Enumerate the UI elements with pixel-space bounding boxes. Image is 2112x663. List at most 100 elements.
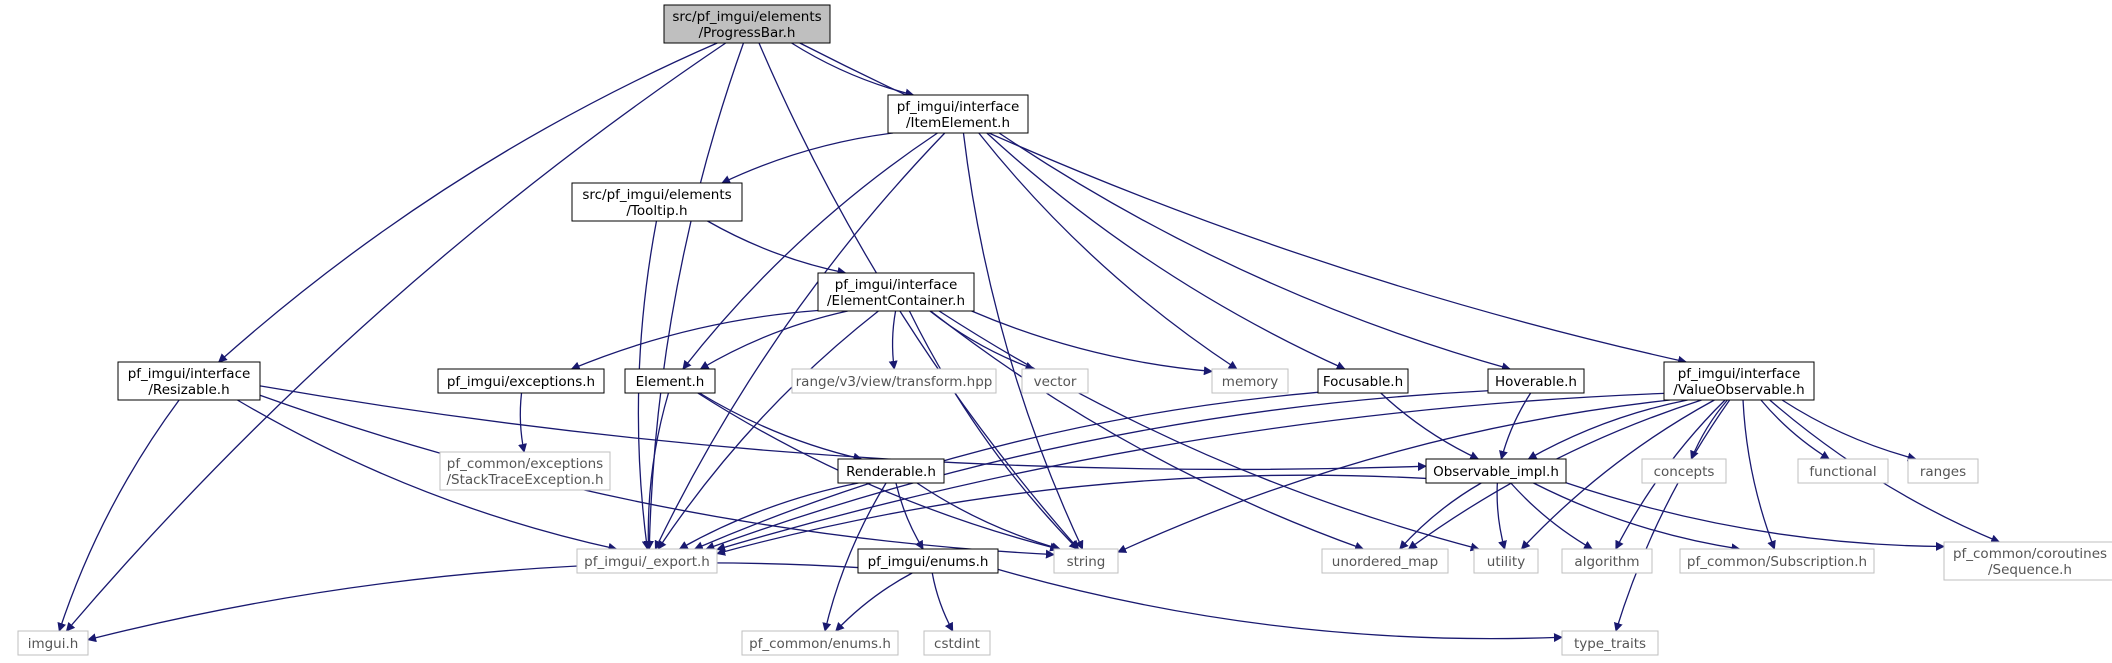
node-itemelement-label-0: pf_imgui/interface (897, 99, 1020, 115)
node-type_traits: type_traits (1561, 630, 1659, 656)
node-progressbar-label-1: /ProgressBar.h (699, 25, 796, 41)
edge-elementcontainer-to-utility (938, 310, 1480, 552)
node-progressbar-box (663, 4, 831, 44)
edge-renderable-to-export (678, 482, 859, 550)
node-valueobservable-label-0: pf_imgui/interface (1678, 366, 1801, 382)
node-element[interactable]: Element.h (624, 368, 716, 394)
edge-renderable-to-enums (895, 482, 924, 550)
node-algorithm: algorithm (1561, 548, 1653, 574)
node-valueobservable-label-1: /ValueObservable.h (1673, 382, 1804, 398)
node-type_traits-label-0: type_traits (1574, 636, 1646, 652)
edge-elementcontainer-to-string (908, 310, 1079, 550)
node-focusable-label-0: Focusable.h (1323, 374, 1403, 390)
node-stacktrace-label-0: pf_common/exceptions (447, 456, 603, 472)
edge-renderable-to-string (916, 482, 1061, 552)
edge-elementcontainer-to-vector (929, 310, 1035, 371)
node-ranges-box (1907, 458, 1979, 484)
node-sequence-label-0: pf_common/coroutines (1953, 546, 2107, 562)
node-tooltip-label-1: /Tooltip.h (626, 203, 687, 219)
edge-observable_impl-to-sequence (1565, 482, 1945, 551)
node-functional-box (1797, 458, 1889, 484)
edge-exceptions-to-stacktrace (518, 392, 527, 453)
node-subscription: pf_common/Subscription.h (1679, 548, 1875, 574)
node-utility-box (1473, 548, 1539, 574)
node-sequence-label-1: /Sequence.h (1988, 562, 2072, 578)
node-exceptions-box (437, 368, 605, 394)
node-transform-label-0: range/v3/view/transform.hpp (796, 374, 993, 390)
node-type_traits-box (1561, 630, 1659, 656)
node-elementcontainer[interactable]: pf_imgui/interface/ElementContainer.h (817, 272, 975, 312)
node-observable_impl[interactable]: Observable_impl.h (1425, 458, 1567, 484)
nodes: src/pf_imgui/elements/ProgressBar.h pf_im… (17, 4, 2112, 656)
node-unordered_map-box (1321, 548, 1449, 574)
edge-enums-to-type_traits (997, 568, 1563, 643)
edge-valueobservable-to-utility (1520, 399, 1715, 550)
edge-resizable-to-observable_impl (259, 385, 1427, 471)
edge-observable_impl-to-algorithm (1510, 482, 1593, 550)
node-ranges: ranges (1907, 458, 1979, 484)
node-hoverable-box (1487, 368, 1585, 394)
edge-elementcontainer-to-element (699, 310, 848, 370)
node-common_enums-box (741, 630, 899, 656)
node-memory-label-0: memory (1222, 374, 1278, 390)
edge-valueobservable-to-functional (1760, 399, 1830, 460)
node-concepts: concepts (1641, 458, 1727, 484)
node-unordered_map: unordered_map (1321, 548, 1449, 574)
node-export-label-0: pf_imgui/_export.h (584, 554, 710, 570)
edge-valueobservable-to-string (1117, 399, 1671, 553)
edge-focusable-to-export (693, 391, 1319, 550)
node-concepts-box (1641, 458, 1727, 484)
node-focusable-box (1317, 368, 1409, 394)
edge-elementcontainer-to-unordered_map (930, 310, 1365, 551)
edge-observable_impl-to-unordered_map (1399, 482, 1482, 550)
node-unordered_map-label-0: unordered_map (1332, 554, 1438, 570)
edge-elementcontainer-to-transform (888, 310, 898, 370)
node-imgui-label-0: imgui.h (28, 636, 79, 652)
node-vector-box (1021, 368, 1089, 394)
node-enums[interactable]: pf_imgui/enums.h (857, 548, 999, 574)
edge-renderable-to-common_enums (822, 482, 887, 632)
edge-itemelement-to-tooltip (721, 132, 894, 184)
node-valueobservable[interactable]: pf_imgui/interface/ValueObservable.h (1663, 361, 1815, 401)
node-common_enums-label-0: pf_common/enums.h (749, 636, 891, 652)
edges (57, 42, 2001, 643)
node-imgui: imgui.h (17, 630, 89, 656)
node-enums-box (857, 548, 999, 574)
node-ranges-label-0: ranges (1920, 464, 1966, 480)
node-renderable-label-0: Renderable.h (846, 464, 936, 480)
node-vector-label-0: vector (1034, 374, 1077, 390)
node-elementcontainer-box (817, 272, 975, 312)
edge-itemelement-to-focusable (986, 132, 1346, 370)
node-hoverable[interactable]: Hoverable.h (1487, 368, 1585, 394)
node-stacktrace-box (439, 451, 611, 491)
edge-resizable-to-string (259, 394, 1055, 559)
node-tooltip[interactable]: src/pf_imgui/elements/Tooltip.h (571, 182, 743, 222)
node-cstdint-label-0: cstdint (934, 636, 980, 652)
edge-elementcontainer-to-exceptions (570, 309, 819, 371)
node-memory-box (1211, 368, 1289, 394)
node-progressbar-label-0: src/pf_imgui/elements (672, 9, 821, 25)
node-renderable[interactable]: Renderable.h (837, 458, 945, 484)
edge-observable_impl-to-export (716, 474, 1427, 556)
edge-valueobservable-to-observable_impl (1527, 399, 1688, 460)
node-focusable[interactable]: Focusable.h (1317, 368, 1409, 394)
node-resizable[interactable]: pf_imgui/interface/Resizable.h (117, 361, 261, 401)
node-exceptions[interactable]: pf_imgui/exceptions.h (437, 368, 605, 394)
edge-observable_impl-to-utility (1496, 482, 1507, 550)
node-resizable-label-0: pf_imgui/interface (128, 366, 251, 382)
edge-itemelement-to-element (682, 132, 938, 370)
node-transform: range/v3/view/transform.hpp (791, 368, 997, 394)
node-observable_impl-label-0: Observable_impl.h (1433, 464, 1559, 480)
node-progressbar[interactable]: src/pf_imgui/elements/ProgressBar.h (663, 4, 831, 44)
node-common_enums: pf_common/enums.h (741, 630, 899, 656)
edge-tooltip-to-elementcontainer (707, 220, 847, 276)
edge-elementcontainer-to-memory (971, 310, 1213, 376)
node-string: string (1053, 548, 1119, 574)
edge-resizable-to-imgui (57, 399, 180, 632)
node-algorithm-label-0: algorithm (1574, 554, 1639, 570)
node-itemelement-label-1: /ItemElement.h (906, 115, 1010, 131)
node-utility-label-0: utility (1487, 554, 1525, 570)
edge-observable_impl-to-subscription (1533, 482, 1741, 553)
node-itemelement[interactable]: pf_imgui/interface/ItemElement.h (887, 94, 1029, 134)
node-exceptions-label-0: pf_imgui/exceptions.h (447, 374, 595, 390)
